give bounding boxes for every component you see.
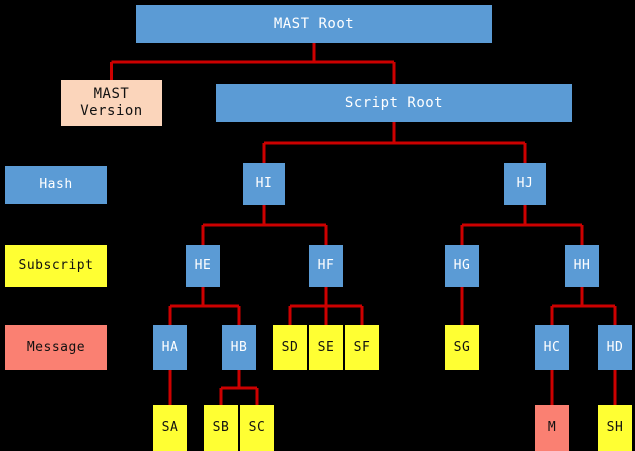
node-se[interactable]: SE	[309, 325, 343, 370]
node-sb[interactable]: SB	[204, 405, 238, 451]
node-hc[interactable]: HC	[535, 325, 569, 370]
legend-message: Message	[5, 325, 107, 370]
node-hf[interactable]: HF	[309, 245, 343, 287]
node-script_root[interactable]: Script Root	[216, 84, 572, 122]
node-ha[interactable]: HA	[153, 325, 187, 370]
node-sg[interactable]: SG	[445, 325, 479, 370]
node-sa[interactable]: SA	[153, 405, 187, 451]
node-sd[interactable]: SD	[273, 325, 307, 370]
node-hd[interactable]: HD	[598, 325, 632, 370]
node-sh[interactable]: SH	[598, 405, 632, 451]
node-sc[interactable]: SC	[240, 405, 274, 451]
node-hb[interactable]: HB	[222, 325, 256, 370]
node-hi[interactable]: HI	[243, 163, 285, 205]
node-mast_version[interactable]: MAST Version	[61, 80, 162, 126]
node-m[interactable]: M	[535, 405, 569, 451]
legend-subscript: Subscript	[5, 245, 107, 287]
legend-hash: Hash	[5, 166, 107, 204]
node-hj[interactable]: HJ	[504, 163, 546, 205]
node-sf[interactable]: SF	[345, 325, 379, 370]
node-hh[interactable]: HH	[565, 245, 599, 287]
node-mast_root[interactable]: MAST Root	[136, 5, 492, 43]
node-he[interactable]: HE	[186, 245, 220, 287]
node-hg[interactable]: HG	[445, 245, 479, 287]
